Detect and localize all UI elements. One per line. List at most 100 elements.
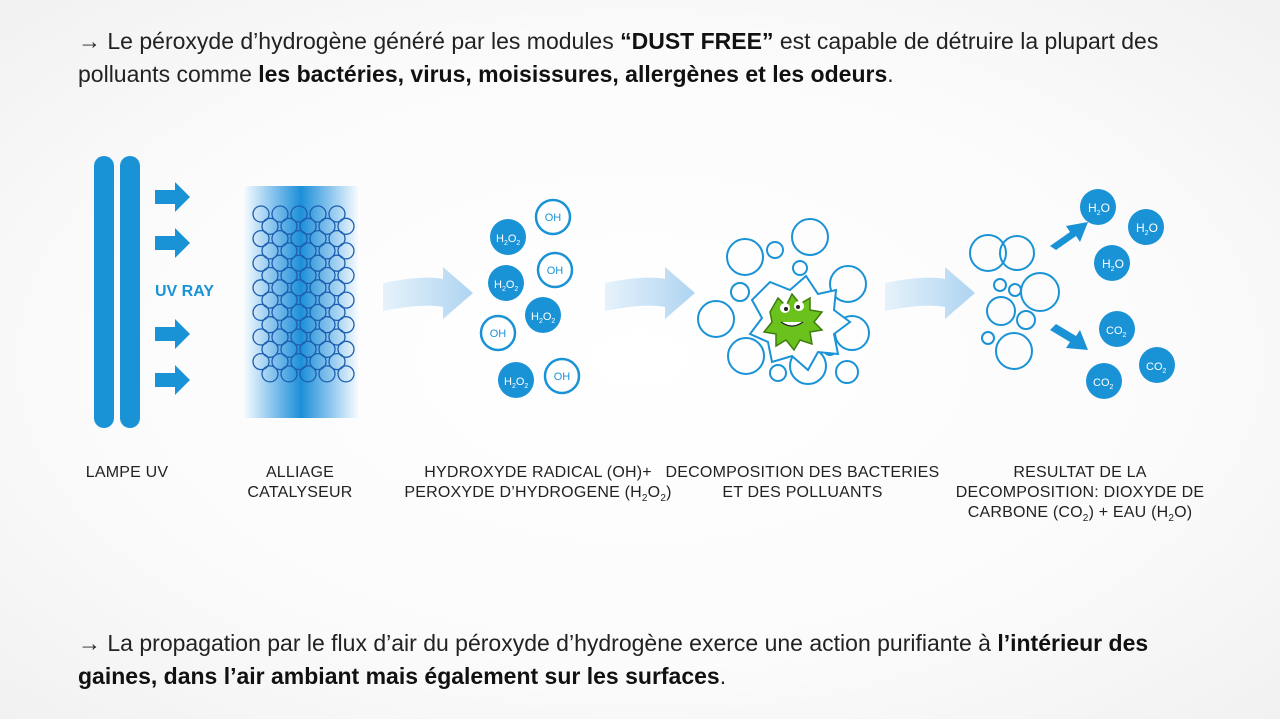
h2o-molecule <box>1080 189 1116 225</box>
alloy-lattice-circle <box>252 205 270 223</box>
intro-pollutants: les bactéries, virus, moisissures, aller… <box>258 61 888 87</box>
alloy-lattice-circle <box>328 279 346 297</box>
alloy-lattice-circle <box>318 340 336 358</box>
alloy-lattice-circle <box>252 254 270 272</box>
h2o2-molecule <box>490 219 526 255</box>
arrow-right-icon: → <box>78 28 101 54</box>
intro-paragraph: → Le péroxyde d’hydrogène généré par les… <box>78 25 1218 91</box>
label-lamp-uv: LAMPE UV <box>85 464 169 481</box>
outro-locations: l’intérieur des gaines, dans l’air ambia… <box>78 630 1149 689</box>
alloy-lattice-circle <box>252 303 270 322</box>
alloy-lattice-circle <box>290 254 308 272</box>
alloy-lattice-circle <box>318 316 336 334</box>
alloy-lattice-circle <box>318 217 336 235</box>
alloy-lattice-circle <box>299 217 317 235</box>
alloy-lattice-circle <box>337 340 355 358</box>
outro-text-1: La propagation par le flux d’air du péro… <box>101 630 998 656</box>
alloy-lattice-circle <box>280 340 298 358</box>
alloy-lattice-circle <box>328 303 346 322</box>
alloy-lattice-circle <box>252 328 270 346</box>
alloy-lattice-circle <box>271 279 289 297</box>
alloy-lattice-circle <box>252 352 270 371</box>
alloy-lattice-circle <box>290 303 308 322</box>
intro-product-name: “DUST FREE” <box>620 28 774 54</box>
h2o2-molecule <box>488 265 524 301</box>
alloy-lattice-circle <box>318 266 336 285</box>
alloy-lattice-circle <box>271 229 289 248</box>
alloy-lattice-circle <box>328 352 346 371</box>
h2o2-molecule <box>525 297 561 333</box>
alloy-lattice-circle <box>280 316 298 334</box>
alloy-lattice-circle <box>337 316 355 334</box>
alloy-lattice-circle <box>261 217 279 235</box>
alloy-lattice-circle <box>299 365 317 383</box>
alloy-lattice-circle <box>318 291 336 309</box>
alloy-lattice-circle <box>290 328 308 346</box>
alloy-lattice-circle <box>299 266 317 285</box>
alloy-lattice-circle <box>318 365 336 383</box>
h2o-molecule <box>1128 209 1164 245</box>
alloy-lattice-circle <box>309 205 327 223</box>
alloy-lattice-circle <box>290 205 308 223</box>
decomposition-cluster <box>697 218 870 385</box>
alloy-lattice-circle <box>261 242 279 260</box>
intro-text-1: Le péroxyde d’hydrogène généré par les m… <box>101 28 621 54</box>
alloy-lattice-circle <box>280 242 298 260</box>
alloy-lattice-circle <box>309 279 327 297</box>
alloy-lattice-circle <box>328 205 346 223</box>
alloy-lattice-circle <box>271 205 289 223</box>
alloy-lattice-circle <box>290 229 308 248</box>
alloy-lattice-circle <box>271 328 289 346</box>
alloy-lattice-circle <box>271 254 289 272</box>
alloy-lattice-circle <box>252 279 270 297</box>
alloy-lattice-circle <box>299 316 317 334</box>
alloy-lattice-circle <box>271 303 289 322</box>
alloy-lattice-circle <box>261 340 279 358</box>
alloy-lattice-circle <box>337 217 355 235</box>
co2-molecule <box>1139 347 1175 383</box>
alloy-lattice-circle <box>299 291 317 309</box>
alloy-lattice-circle <box>252 229 270 248</box>
alloy-lattice-circle <box>271 352 289 371</box>
alloy-lattice-circle <box>261 266 279 285</box>
uv-ray-label: UV RAY <box>155 283 214 300</box>
alloy-lattice-circle <box>290 352 308 371</box>
alloy-lattice-circle <box>261 365 279 383</box>
outro-paragraph: → La propagation par le flux d’air du pé… <box>78 627 1218 693</box>
alloy-lattice-circle <box>299 242 317 260</box>
alloy-lattice-circle <box>299 340 317 358</box>
alloy-lattice-circle <box>309 303 327 322</box>
alloy-lattice-circle <box>261 316 279 334</box>
alloy-lattice-circle <box>280 291 298 309</box>
alloy-lattice-circle <box>309 352 327 371</box>
arrow-right-icon: → <box>78 630 101 656</box>
alloy-lattice-circle <box>337 266 355 285</box>
oh-molecule <box>543 357 581 395</box>
oh-molecule <box>479 314 517 352</box>
h2o-molecule <box>1094 245 1130 281</box>
intro-text-3: . <box>887 61 894 87</box>
co2-molecule <box>1099 311 1135 347</box>
alloy-lattice-circle <box>337 365 355 383</box>
oh-molecule <box>534 198 572 236</box>
alloy-lattice-circle <box>280 217 298 235</box>
h2o2-molecule <box>498 362 534 398</box>
alloy-lattice-circle <box>290 279 308 297</box>
alloy-lattice-circle <box>261 291 279 309</box>
radical-molecules <box>479 198 581 398</box>
flow-arrows <box>383 267 975 319</box>
alloy-lattice-circle <box>328 229 346 248</box>
alloy-lattice-circle <box>337 291 355 309</box>
uv-ray-arrows <box>155 182 190 395</box>
alloy-lattice-circle <box>309 254 327 272</box>
label-radical-peroxide: HYDROXYDE RADICAL (OH)+PEROXYDE D’HYDROG… <box>404 464 672 505</box>
alloy-lattice-circle <box>318 242 336 260</box>
alloy-lattice-circle <box>280 365 298 383</box>
alloy-lattice-circle <box>337 242 355 260</box>
alloy-lattice-circle <box>280 266 298 285</box>
alloy-lattice-circle <box>328 328 346 346</box>
